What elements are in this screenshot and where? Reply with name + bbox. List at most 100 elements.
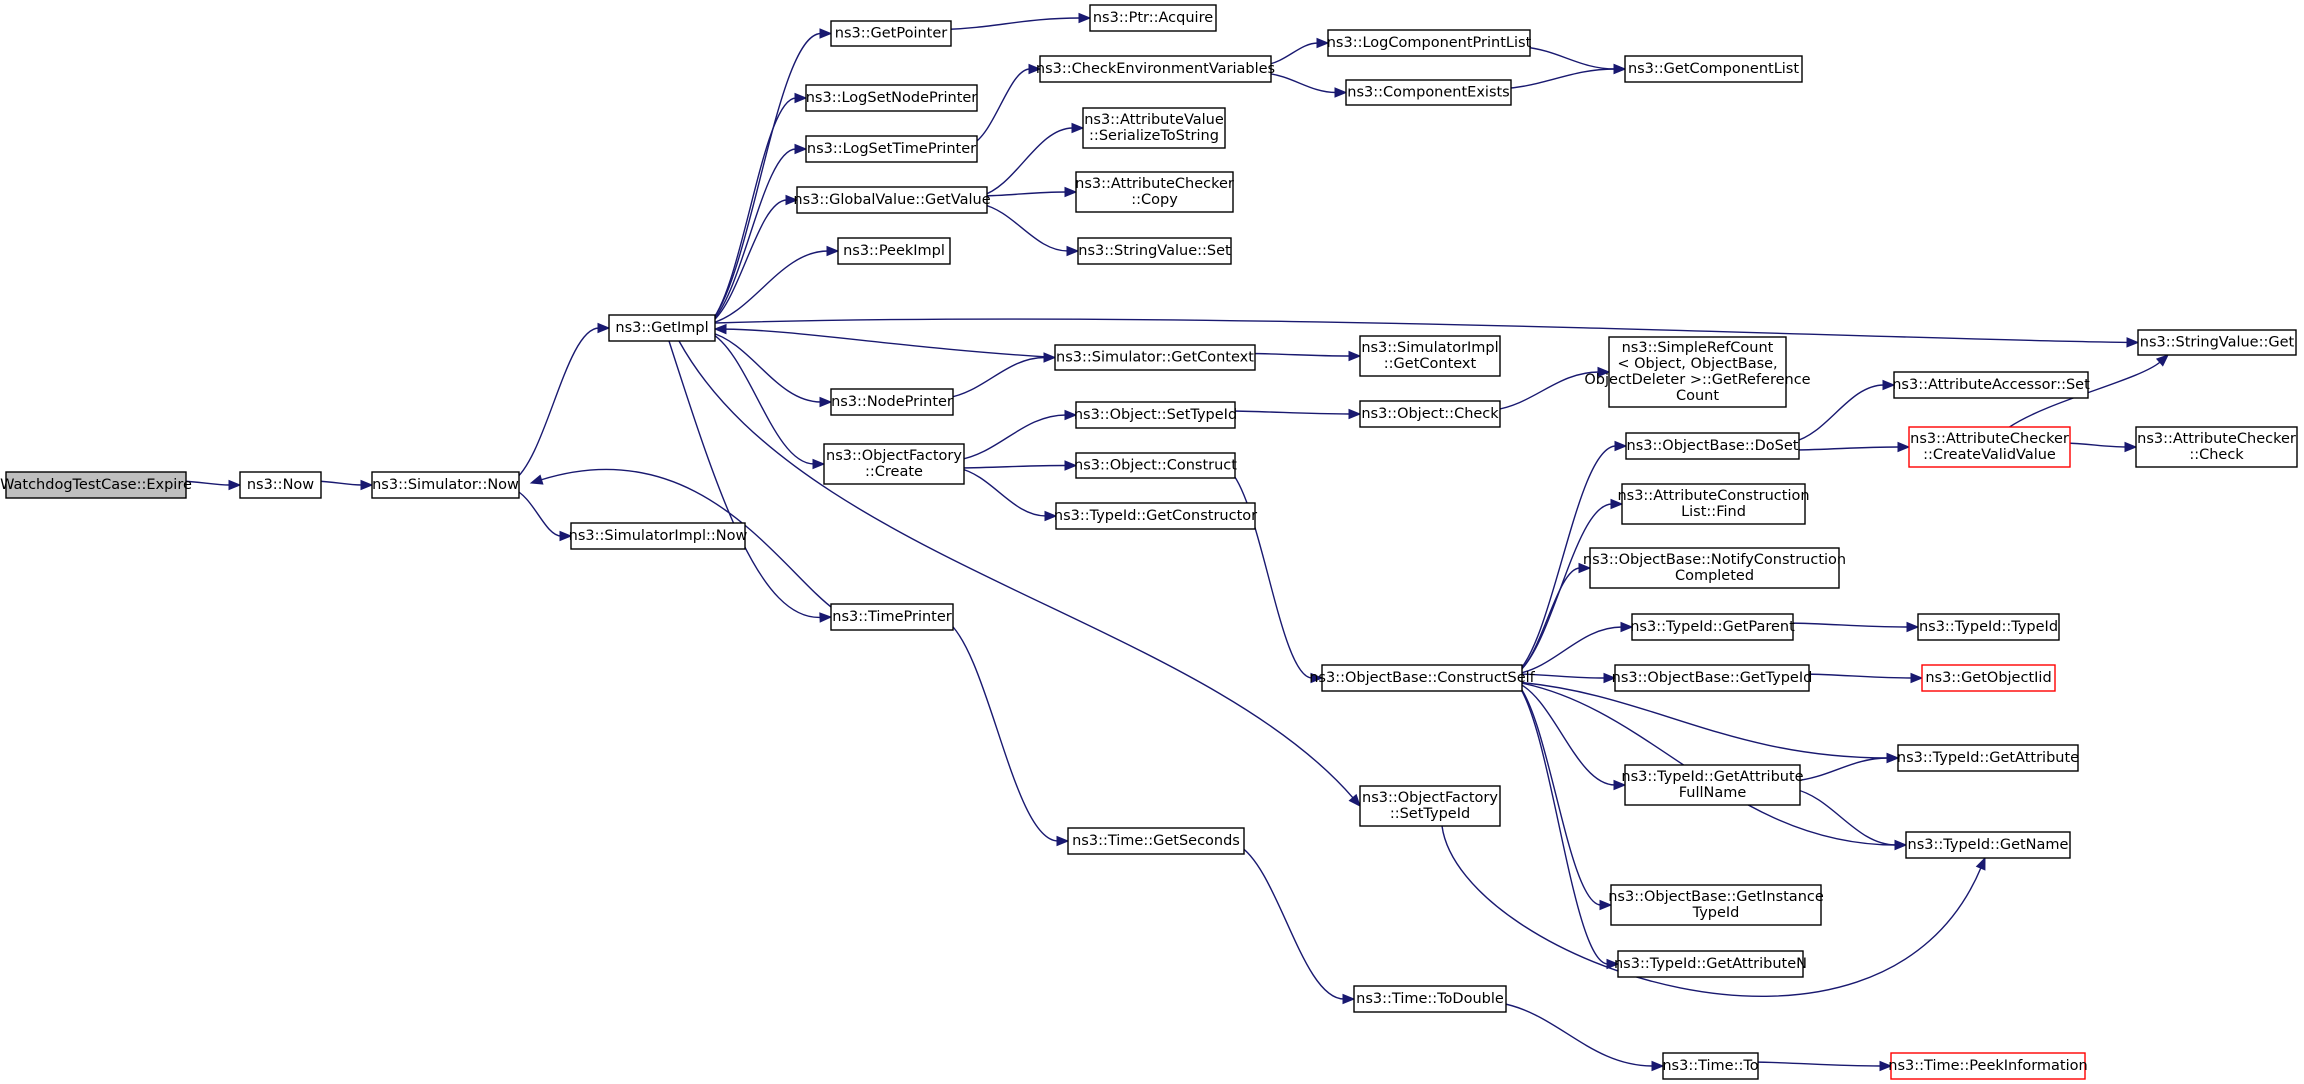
edge-line: [1792, 384, 1885, 443]
node-ac-copy[interactable]: ns3::AttributeChecker::Copy: [1075, 171, 1234, 213]
node-label: ns3::StringValue::Get: [2140, 335, 2295, 351]
edge-timeprinter-to-sim-now: [529, 468, 836, 611]
node-label: ns3::Ptr::Acquire: [1093, 10, 1213, 26]
edge-now-to-sim-now: [314, 479, 374, 491]
node-label: TypeId: [1692, 905, 1740, 921]
node-compexists[interactable]: ns3::ComponentExists: [1345, 79, 1512, 106]
arrowhead: [1310, 672, 1324, 684]
edge-ob-doset-to-attraccessor-set: [1792, 379, 1896, 443]
node-typeid-getname[interactable]: ns3::TypeId::GetName: [1905, 831, 2071, 859]
node-ob-gettypeid[interactable]: ns3::ObjectBase::GetTypeId: [1612, 664, 1813, 692]
node-label: ns3::StringValue::Set: [1078, 243, 1231, 259]
node-expire[interactable]: WatchdogTestCase::Expire: [0, 471, 192, 499]
node-sim-now[interactable]: ns3::Simulator::Now: [371, 471, 520, 499]
edge-line: [1802, 673, 1913, 679]
node-ac-createvalid[interactable]: ns3::AttributeChecker::CreateValidValue: [1908, 426, 2071, 468]
node-av-serialize[interactable]: ns3::AttributeValue::SerializeToString: [1082, 107, 1226, 149]
node-nodeprinter[interactable]: ns3::NodePrinter: [830, 388, 954, 416]
edge-line: [1515, 673, 1606, 679]
arrowhead: [360, 479, 374, 491]
arrowhead: [1610, 498, 1624, 510]
node-box: [1589, 547, 1840, 589]
node-getcomplist[interactable]: ns3::GetComponentList: [1624, 55, 1803, 83]
node-label: ns3::Time::ToDouble: [1356, 991, 1504, 1007]
node-box: [1921, 664, 2056, 692]
edge-line: [1441, 825, 1982, 997]
node-ob-notify[interactable]: ns3::ObjectBase::NotifyConstructionCompl…: [1583, 547, 1846, 589]
node-time-getseconds[interactable]: ns3::Time::GetSeconds: [1067, 827, 1245, 855]
node-getpointer[interactable]: ns3::GetPointer: [830, 20, 952, 47]
node-label: ::Check: [2189, 447, 2244, 463]
node-sv-set[interactable]: ns3::StringValue::Set: [1077, 237, 1232, 265]
edge-getimpl-to-logsettimeprinter: [708, 143, 808, 325]
edge-line: [678, 340, 1355, 799]
node-ob-constructself[interactable]: ns3::ObjectBase::ConstructSelf: [1309, 664, 1536, 692]
arrowhead: [1064, 186, 1078, 198]
node-timeprinter[interactable]: ns3::TimePrinter: [830, 603, 954, 631]
node-typeid-getattribute[interactable]: ns3::TypeId::GetAttribute: [1897, 744, 2079, 772]
node-logsettimeprinter[interactable]: ns3::LogSetTimePrinter: [805, 135, 978, 163]
node-getimpl[interactable]: ns3::GetImpl: [608, 314, 716, 342]
edge-line: [1515, 626, 1623, 675]
node-time-todouble[interactable]: ns3::Time::ToDouble: [1353, 985, 1507, 1013]
edge-line: [708, 148, 797, 325]
node-now[interactable]: ns3::Now: [239, 471, 322, 499]
node-simplerefcount[interactable]: ns3::SimpleRefCount< Object, ObjectBase,…: [1584, 336, 1811, 408]
node-typeid-typeid[interactable]: ns3::TypeId::TypeId: [1917, 613, 2060, 641]
node-box: [1614, 664, 1810, 692]
edge-getpointer-to-ptr-acquire: [944, 12, 1092, 31]
arrowhead: [1597, 366, 1611, 378]
node-gv-getvalue[interactable]: ns3::GlobalValue::GetValue: [793, 186, 991, 214]
arrowhead: [1910, 672, 1924, 684]
node-getobjectiid[interactable]: ns3::GetObjectIid: [1921, 664, 2056, 692]
node-obj-settypeid[interactable]: ns3::Object::SetTypeId: [1074, 401, 1237, 429]
node-typeid-getattributen[interactable]: ns3::TypeId::GetAttributeN: [1614, 950, 1807, 978]
node-of-settypeid[interactable]: ns3::ObjectFactory::SetTypeId: [1359, 785, 1501, 827]
edge-ob-constructself-to-ob-notify: [1515, 562, 1592, 675]
node-ac-check[interactable]: ns3::AttributeChecker::Check: [2135, 426, 2298, 468]
edge-line: [944, 17, 1081, 31]
node-box: [837, 237, 951, 265]
edge-getimpl-to-gv-getvalue: [708, 194, 799, 325]
node-obj-construct[interactable]: ns3::Object::Construct: [1074, 452, 1237, 479]
arrowhead: [812, 458, 826, 470]
arrowhead: [1651, 1060, 1665, 1072]
node-sim-getcontext[interactable]: ns3::Simulator::GetContext: [1054, 344, 1256, 371]
node-typeid-getctor[interactable]: ns3::TypeId::GetConstructor: [1054, 502, 1257, 530]
node-label: ns3::SimulatorImpl::Now: [569, 528, 748, 544]
node-typeid-getparent[interactable]: ns3::TypeId::GetParent: [1630, 613, 1795, 641]
node-box: [1089, 4, 1217, 32]
arrowhead: [819, 612, 833, 623]
node-simimpl-now[interactable]: ns3::SimulatorImpl::Now: [569, 522, 748, 550]
node-time-peekinfo[interactable]: ns3::Time::PeekInformation: [1888, 1052, 2088, 1080]
node-label: ns3::GlobalValue::GetValue: [793, 192, 990, 208]
edge-line: [980, 203, 1069, 252]
node-ptr-acquire[interactable]: ns3::Ptr::Acquire: [1089, 4, 1217, 32]
node-checkenv[interactable]: ns3::CheckEnvironmentVariables: [1036, 55, 1275, 83]
node-attraccessor-set[interactable]: ns3::AttributeAccessor::Set: [1892, 371, 2090, 399]
node-label: ObjectDeleter >::GetReference: [1584, 372, 1810, 388]
node-label: ns3::TypeId::GetAttribute: [1897, 750, 2079, 766]
edge-sim-now-to-getimpl: [512, 322, 611, 482]
node-time-to[interactable]: ns3::Time::To: [1662, 1052, 1759, 1080]
node-ob-doset[interactable]: ns3::ObjectBase::DoSet: [1625, 432, 1800, 460]
node-simimpl-getcontext[interactable]: ns3::SimulatorImpl::GetContext: [1359, 335, 1501, 377]
edge-line: [714, 318, 2129, 344]
node-box: [805, 135, 978, 163]
node-of-create[interactable]: ns3::ObjectFactory::Create: [823, 443, 965, 485]
node-peekimpl[interactable]: ns3::PeekImpl: [837, 237, 951, 265]
arrowhead: [1342, 993, 1356, 1005]
node-logcompprintlist[interactable]: ns3::LogComponentPrintList: [1327, 29, 1532, 57]
arrowhead: [1043, 352, 1057, 363]
arrowhead: [1578, 562, 1592, 574]
node-logsetnodeprinter[interactable]: ns3::LogSetNodePrinter: [805, 84, 978, 112]
edge-line: [1237, 844, 1345, 1000]
node-sv-get[interactable]: ns3::StringValue::Get: [2137, 329, 2297, 356]
edge-line: [708, 331, 822, 403]
node-obj-check[interactable]: ns3::Object::Check: [1359, 400, 1501, 428]
edge-line: [946, 620, 1059, 842]
edge-of-create-to-obj-construct: [957, 460, 1078, 471]
